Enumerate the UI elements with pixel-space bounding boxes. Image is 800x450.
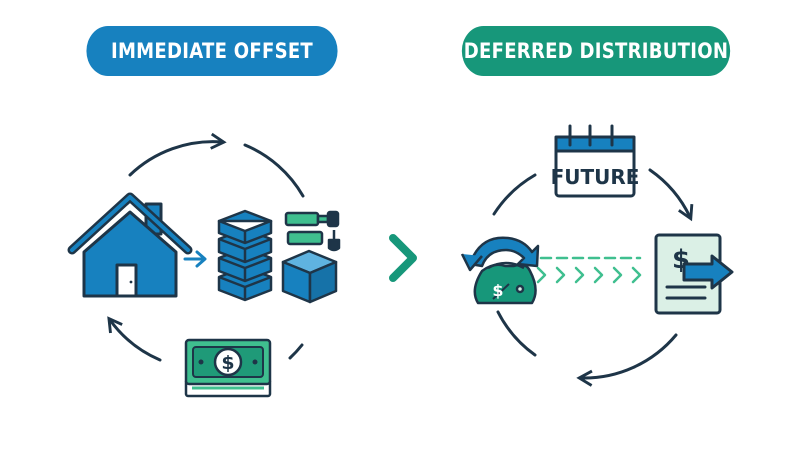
stacked-coins-icon: [217, 209, 273, 302]
dashed-transfer-arrows: [536, 256, 642, 284]
right-cycle-arrows: [492, 168, 694, 387]
receipt-document-icon: $: [654, 233, 734, 315]
svg-text:$: $: [221, 352, 234, 374]
immediate-offset-title: IMMEDIATE OFFSET: [86, 26, 338, 76]
left-cycle-arrows: [107, 132, 305, 362]
calendar-label: FUTURE: [551, 165, 640, 189]
cycle-arrow-icon: [460, 236, 540, 272]
chevron-right-icon: [389, 234, 417, 282]
key-icon: [284, 210, 341, 252]
box-icon: [281, 249, 338, 304]
svg-text:$: $: [492, 281, 503, 300]
cash-banknote-icon: $: [184, 338, 272, 398]
money-bag-icon: $: [473, 261, 537, 305]
calendar-icon: FUTURE: [551, 124, 640, 198]
small-arrow-icon: [183, 250, 207, 268]
deferred-distribution-title: DEFERRED DISTRIBUTION: [461, 26, 731, 76]
house-icon: [67, 192, 193, 298]
